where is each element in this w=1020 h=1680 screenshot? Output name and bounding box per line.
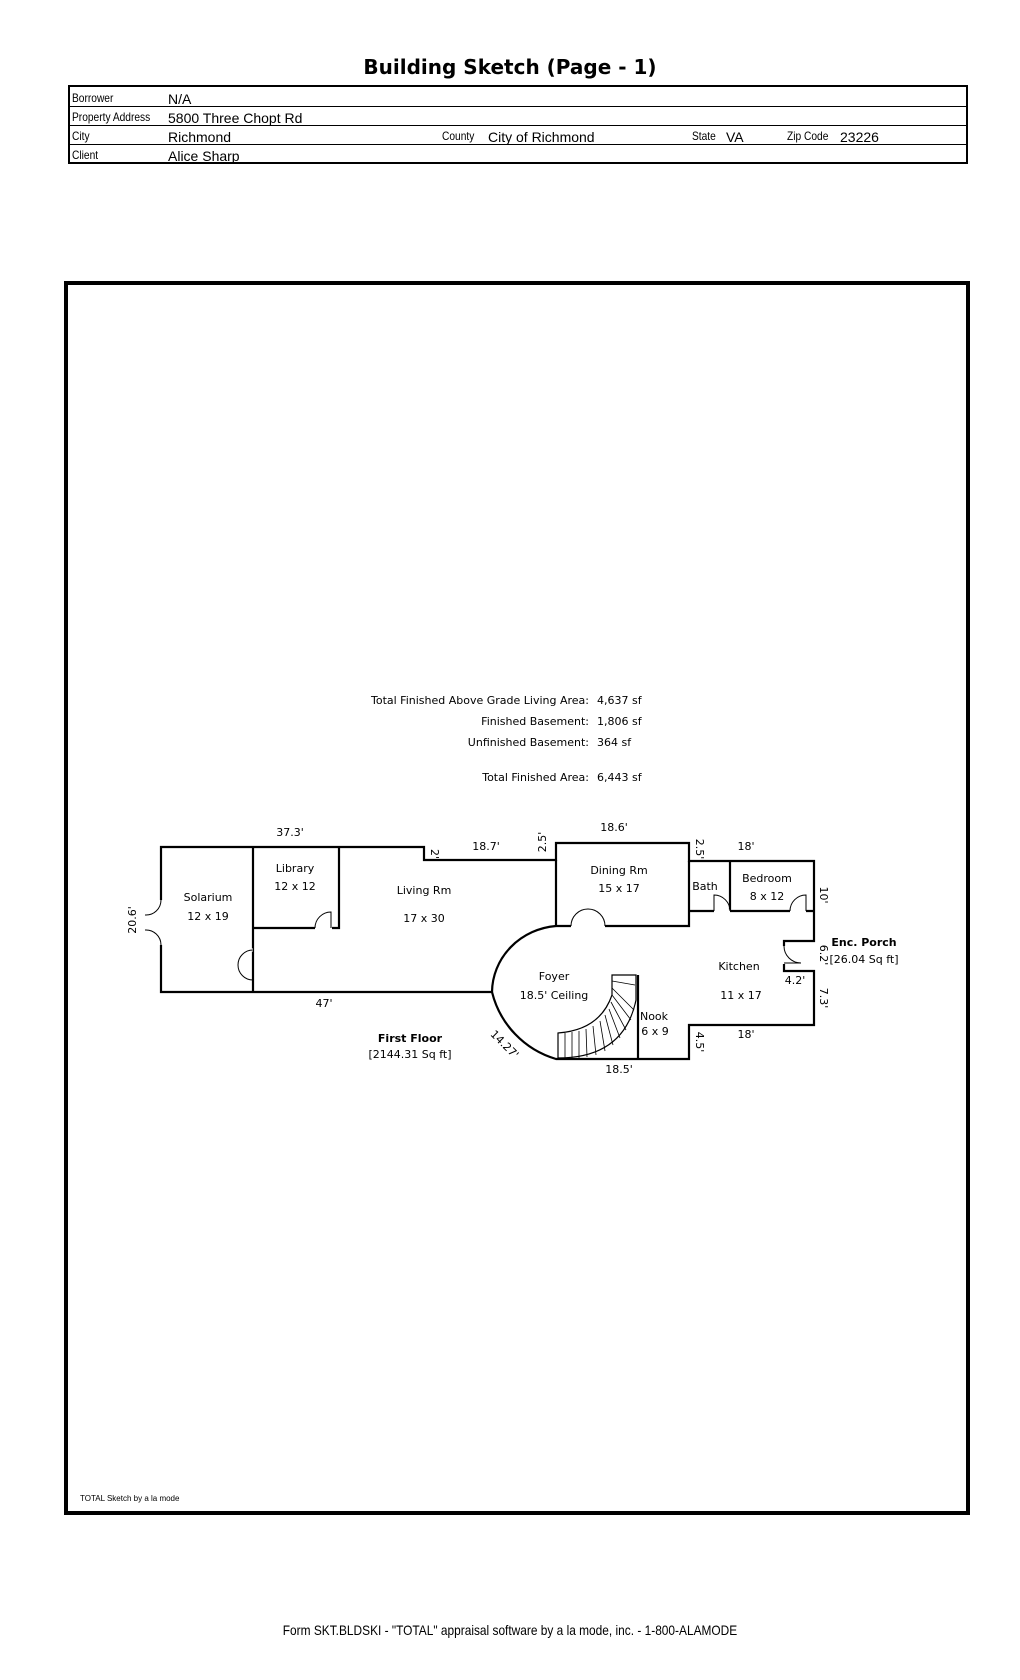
room-library: Library — [276, 862, 315, 875]
dim-label: 2.5' — [693, 839, 706, 860]
room-dining: Dining Rm — [590, 864, 647, 877]
client-row: Client Alice Sharp — [70, 144, 966, 164]
form-footer: Form SKT.BLDSKI - "TOTAL" appraisal soft… — [282, 1622, 738, 1638]
sketch-credit: TOTAL Sketch by a la mode — [80, 1494, 180, 1503]
state-value: VA — [726, 129, 744, 145]
foyer-curved-wall — [490, 924, 557, 993]
door-icon — [570, 908, 606, 928]
dim-label: 18' — [737, 840, 754, 853]
above-grade-label: Total Finished Above Grade Living Area: — [370, 694, 589, 707]
sketch-frame — [64, 281, 970, 1515]
room-library-size: 12 x 12 — [274, 880, 316, 893]
room-nook: Nook — [640, 1010, 669, 1023]
finished-basement-label: Finished Basement: — [481, 715, 589, 728]
dim-label: 37.3' — [276, 826, 304, 839]
room-labels: Solarium 12 x 19 Library 12 x 12 Living … — [184, 862, 899, 1061]
above-grade-value: 4,637 sf — [597, 694, 643, 707]
state-label: State — [692, 129, 716, 143]
door-icon — [237, 948, 254, 981]
room-foyer-size: 18.5' Ceiling — [520, 989, 589, 1002]
dim-label: 4.5' — [693, 1032, 706, 1053]
address-label: Property Address — [72, 110, 151, 124]
room-bedroom-size: 8 x 12 — [750, 890, 785, 903]
staircase — [557, 974, 637, 1059]
library-wall — [253, 847, 341, 930]
county-label: County — [442, 129, 475, 143]
floor-name: First Floor — [378, 1032, 443, 1045]
dim-label: 10' — [817, 886, 830, 903]
room-living-size: 17 x 30 — [403, 912, 445, 925]
dim-label: 18.6' — [600, 821, 628, 834]
finished-basement-value: 1,806 sf — [597, 715, 643, 728]
dim-label: 20.6' — [126, 906, 139, 934]
door-icon — [713, 894, 731, 913]
address-row: Property Address 5800 Three Chopt Rd — [70, 106, 966, 126]
exterior-wall — [159, 841, 816, 1061]
dim-label: 18.7' — [472, 840, 500, 853]
address-value: 5800 Three Chopt Rd — [168, 110, 303, 126]
door-icon — [144, 899, 163, 946]
client-value: Alice Sharp — [168, 148, 240, 164]
borrower-value: N/A — [168, 91, 192, 107]
dim-label: 14.27' — [488, 1028, 522, 1062]
city-label: City — [72, 129, 90, 143]
dim-label: 2.5' — [536, 832, 549, 853]
room-foyer: Foyer — [539, 970, 570, 983]
dim-label: 47' — [315, 997, 332, 1010]
walls — [159, 841, 816, 1061]
zip-label: Zip Code — [787, 129, 829, 143]
room-dining-size: 15 x 17 — [598, 882, 640, 895]
dim-label: 18' — [737, 1028, 754, 1041]
city-value: Richmond — [168, 129, 232, 145]
dim-label: 18.5' — [605, 1063, 633, 1076]
dim-label: 7.3' — [817, 988, 830, 1009]
dim-label: 2' — [428, 849, 441, 859]
unfinished-basement-value: 364 sf — [597, 736, 632, 749]
borrower-label: Borrower — [72, 91, 114, 105]
unfinished-basement-label: Unfinished Basement: — [468, 736, 589, 749]
room-solarium-size: 12 x 19 — [187, 910, 229, 923]
room-bedroom: Bedroom — [742, 872, 792, 885]
total-area-label: Total Finished Area: — [481, 771, 589, 784]
dim-label: 6.2' — [817, 945, 830, 966]
doors — [144, 894, 807, 981]
room-porch-area: [26.04 Sq ft] — [829, 953, 898, 966]
room-bath: Bath — [692, 880, 718, 893]
room-nook-size: 6 x 9 — [641, 1025, 669, 1038]
area-summary: Total Finished Above Grade Living Area: … — [370, 694, 643, 784]
room-kitchen-size: 11 x 17 — [720, 989, 762, 1002]
borrower-row: Borrower N/A — [70, 87, 966, 107]
total-area-value: 6,443 sf — [597, 771, 643, 784]
door-icon — [782, 945, 802, 964]
page-title: Building Sketch (Page - 1) — [363, 55, 657, 79]
floor-area: [2144.31 Sq ft] — [368, 1048, 451, 1061]
dim-label: 4.2' — [785, 974, 806, 987]
room-kitchen: Kitchen — [718, 960, 759, 973]
room-solarium: Solarium — [184, 891, 233, 904]
property-info-table: Borrower N/A Property Address 5800 Three… — [68, 85, 968, 164]
room-porch: Enc. Porch — [831, 936, 896, 949]
zip-value: 23226 — [840, 129, 879, 145]
client-label: Client — [72, 148, 99, 162]
door-icon — [789, 894, 807, 913]
county-value: City of Richmond — [488, 129, 595, 145]
door-icon — [314, 911, 332, 930]
room-living: Living Rm — [397, 884, 452, 897]
city-row: City Richmond County City of Richmond St… — [70, 125, 966, 145]
